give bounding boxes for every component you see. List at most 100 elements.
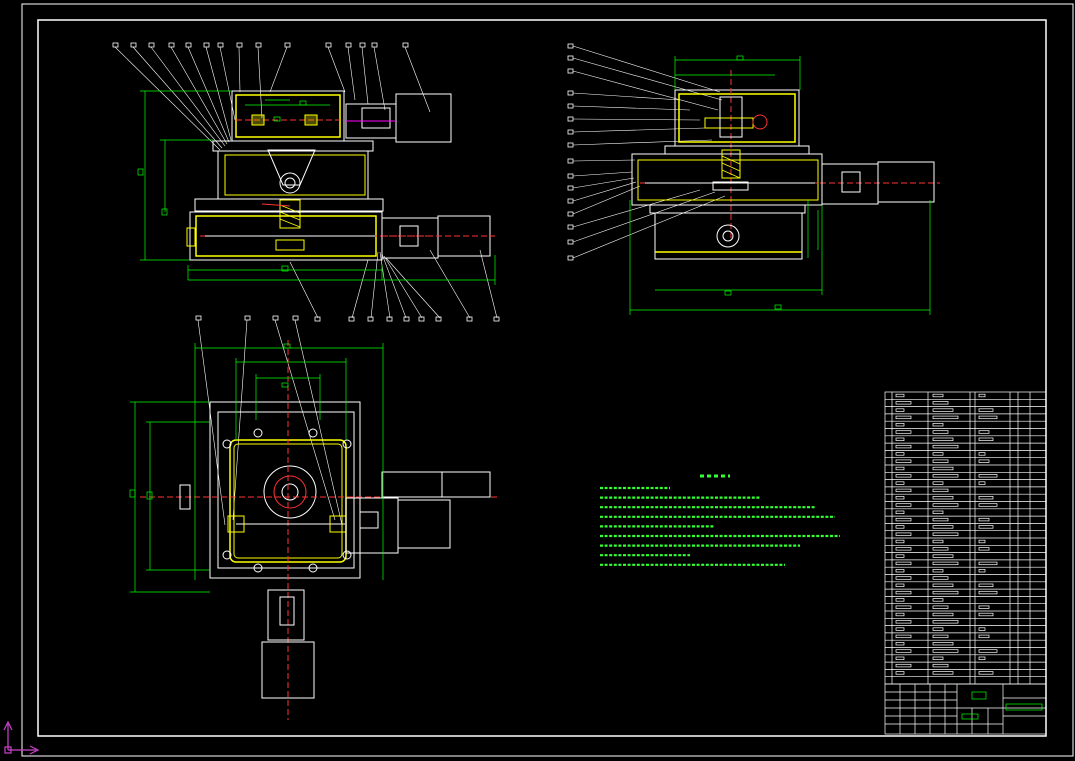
parts-list-entry-mark (932, 401, 949, 405)
parts-list-entry-mark (895, 663, 912, 668)
parts-list-entry-mark (978, 649, 998, 653)
parts-list-entry-mark (932, 627, 944, 631)
parts-list-entry-mark (895, 401, 912, 405)
parts-list-entry-mark (932, 620, 959, 624)
parts-list-entry-mark (895, 510, 905, 514)
parts-list-entry-mark (978, 605, 990, 609)
parts-list-entry-mark (932, 459, 949, 463)
parts-list-entry-mark (932, 656, 944, 660)
parts-list-entry-mark (895, 459, 912, 463)
parts-list-entry-mark (895, 503, 912, 507)
parts-list-entry-mark (932, 481, 944, 485)
notes-placeholder-lines (600, 474, 840, 566)
parts-list-entry-mark (895, 671, 905, 675)
parts-list-entry-mark (895, 437, 905, 441)
parts-list-entry-mark (932, 488, 949, 493)
parts-list-entry-mark (895, 452, 905, 456)
ucs-axis-icon (3, 720, 40, 755)
technical-notes (598, 470, 868, 478)
parts-list-entry-mark (895, 539, 905, 544)
parts-list-entry-mark (932, 598, 944, 602)
parts-list-entry-mark (978, 430, 990, 434)
parts-list-entry-mark (978, 474, 998, 478)
parts-list-entry-mark (895, 576, 912, 580)
parts-list-entry-mark (978, 415, 998, 420)
parts-list-entry-mark (978, 671, 994, 675)
parts-list-entry-mark (978, 408, 994, 412)
parts-list-entry-mark (978, 503, 998, 507)
parts-list-entry-mark (895, 561, 912, 566)
parts-list-entry-mark (932, 408, 954, 412)
parts-list-entry-mark (932, 576, 949, 580)
parts-list-entry-mark (978, 539, 986, 544)
parts-list-entry-mark (895, 590, 912, 595)
parts-list-entry-mark (895, 656, 905, 660)
parts-list-table (884, 391, 1047, 685)
parts-list-entry-mark (978, 612, 994, 617)
parts-list-entry-mark (932, 554, 954, 558)
parts-list-entry-mark (932, 393, 944, 398)
parts-list-entry-mark (932, 525, 954, 529)
parts-list-entry-mark (932, 437, 954, 441)
parts-list-entry-mark (932, 430, 949, 434)
parts-list-entry-mark (978, 459, 990, 463)
parts-list-entry-mark (978, 393, 986, 398)
parts-list-entry-mark (932, 569, 944, 573)
parts-list-entry-mark (978, 561, 998, 566)
parts-list-entry-mark (932, 466, 954, 471)
parts-list-entry-mark (895, 466, 905, 471)
parts-list-entry-mark (932, 605, 949, 609)
parts-list-entry-mark (895, 532, 912, 536)
parts-list-entry-mark (978, 583, 994, 587)
parts-list-entry-mark (895, 649, 912, 653)
parts-list-entry-mark (978, 627, 986, 631)
parts-list-entry-mark (932, 561, 959, 566)
parts-list-entry-mark (895, 605, 912, 609)
parts-list-entry-mark (932, 642, 954, 646)
parts-list-entry-mark (932, 612, 954, 617)
parts-list-entry-mark (932, 423, 944, 427)
parts-list-entry-mark (978, 517, 990, 522)
parts-list-entry-mark (932, 634, 949, 639)
parts-list-entry-mark (978, 481, 986, 485)
parts-list-entry-mark (932, 532, 959, 536)
parts-list-entry-mark (895, 481, 905, 485)
parts-list-entry-mark (932, 663, 949, 668)
parts-list-entry-mark (978, 437, 994, 441)
title-block (884, 683, 1047, 735)
parts-list-entry-mark (895, 554, 905, 558)
parts-list-entry-mark (932, 547, 949, 551)
parts-list-entry-mark (978, 525, 994, 529)
parts-list-entry-mark (895, 612, 905, 617)
parts-list-entry-mark (895, 525, 905, 529)
parts-list-entry-mark (978, 496, 994, 500)
parts-list-entry-mark (895, 393, 905, 398)
parts-list-entry-mark (932, 444, 959, 449)
parts-list-entry-mark (895, 415, 912, 420)
parts-list-entry-mark (932, 415, 959, 420)
front-view (112, 42, 500, 322)
parts-list-entry-mark (895, 634, 912, 639)
parts-list-entry-mark (978, 547, 990, 551)
parts-list-entry-mark (932, 503, 959, 507)
top-view (129, 315, 500, 720)
parts-list-entry-mark (895, 642, 905, 646)
parts-list-entry-mark (978, 656, 986, 660)
parts-list-entry-mark (895, 408, 905, 412)
inner-frame (37, 19, 1047, 737)
parts-list-entry-mark (895, 474, 912, 478)
parts-list-entry-mark (932, 671, 954, 675)
parts-list-entry-mark (895, 620, 912, 624)
parts-list-entry-mark (932, 510, 944, 514)
parts-list-entry-mark (978, 569, 986, 573)
parts-list-entry-mark (932, 517, 949, 522)
parts-list-entry-mark (978, 634, 990, 639)
parts-list-entry-mark (895, 430, 912, 434)
parts-list-entry-mark (895, 444, 912, 449)
parts-list-entry-mark (895, 547, 912, 551)
parts-list-entry-mark (978, 452, 986, 456)
side-view (567, 43, 940, 315)
parts-list-entry-mark (932, 496, 954, 500)
parts-list-entry-mark (932, 539, 944, 544)
